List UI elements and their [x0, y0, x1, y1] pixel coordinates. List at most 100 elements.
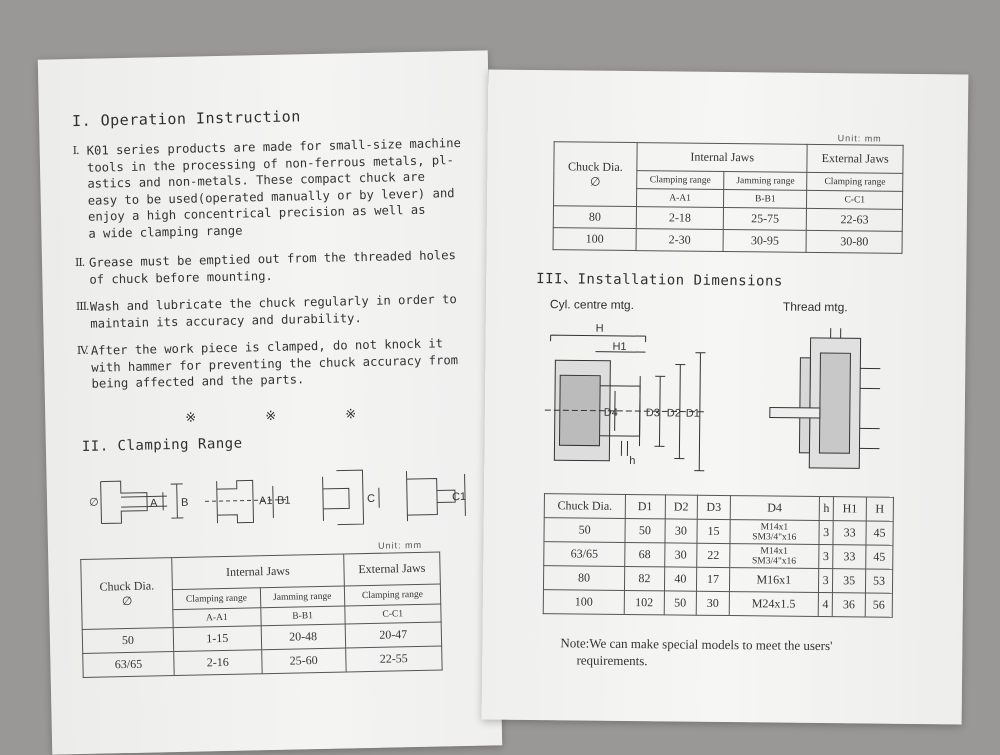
table-cell: 100 [543, 589, 625, 615]
col-b-header: B-B1 [723, 189, 808, 209]
table-header: D4 [729, 495, 820, 521]
col-c-header: C-C1 [344, 603, 442, 624]
item-marker: II. [74, 255, 85, 270]
table-cell: 1-15 [173, 625, 262, 652]
table-cell: 3 [818, 544, 834, 569]
table-cell: 4 [817, 592, 833, 617]
thread-mount-drawing [769, 328, 881, 469]
table-cell: 63/65 [543, 541, 625, 567]
separator-symbol: ※ [185, 410, 197, 426]
table-row: 100 2-30 30-95 30-80 [553, 227, 903, 254]
dim-h-label: H [596, 323, 604, 335]
unit-label: Unit: mm [377, 539, 423, 551]
item-text: Wash and lubricate the chuck regularly i… [89, 292, 457, 331]
item-marker: III. [75, 299, 89, 314]
table-cell: 30 [664, 542, 698, 568]
separator-symbol: ※ [265, 408, 277, 425]
chuck-dia-text: Chuck Dia. [99, 577, 155, 594]
chuck-dia-header: Chuck Dia. ∅ [553, 141, 638, 207]
clamping-range-header: Clamping range [344, 583, 441, 606]
dim-c-label: C [367, 493, 375, 505]
col-a-header: A-A1 [172, 607, 261, 628]
table-cell: 2-16 [173, 649, 262, 676]
table-header: D2 [664, 494, 698, 520]
dim-b1-label: B1 [277, 495, 291, 507]
internal-jaws-header: Internal Jaws [636, 142, 808, 173]
dim-b-label: B [181, 497, 189, 509]
table-cell: 102 [624, 590, 664, 615]
clamping-range-header: Clamping range [172, 587, 261, 610]
table-cell: 22-55 [345, 645, 443, 672]
table-cell: 30 [696, 591, 730, 616]
thread-mount-label: Thread mtg. [782, 299, 848, 315]
table-cell: 50 [82, 627, 174, 654]
right-page: Unit: mm Chuck Dia. ∅ Internal Jaws Exte… [481, 69, 969, 725]
installation-dimensions-table: Chuck Dia. D1 D2 D3 D4 h H1 H 50 50 30 1… [543, 493, 894, 618]
item-text: K01 series products are made for small-s… [86, 135, 461, 241]
table-cell: 56 [865, 592, 893, 618]
table-cell: 80 [553, 205, 637, 229]
phi-label: ∅ [89, 497, 99, 509]
table-cell: 25-60 [261, 647, 346, 674]
table-cell: 36 [832, 592, 866, 617]
phi-symbol: ∅ [121, 593, 133, 608]
item-marker: IV. [76, 343, 88, 358]
internal-jaws-header: Internal Jaws [171, 553, 345, 590]
table-cell: 17 [696, 567, 730, 592]
left-page: I. Operation Instruction I. K01 series p… [37, 50, 503, 755]
table-cell: 2-18 [636, 206, 724, 230]
dim-d2-label: D2 [667, 407, 681, 419]
table-cell: 33 [833, 520, 867, 545]
table-cell: 50 [624, 518, 665, 543]
table-cell: 2-30 [636, 228, 724, 252]
table-cell: 3 [818, 568, 834, 593]
table-cell: 50 [663, 590, 697, 616]
dim-a1-label: A1 [259, 495, 273, 507]
table-header: D1 [625, 494, 666, 519]
dim-small-h-label: h [629, 455, 635, 467]
jamming-range-header: Jamming range [260, 585, 345, 608]
table-header: H [866, 496, 894, 522]
clamping-range-table: Chuck Dia. ∅ Internal Jaws External Jaws… [80, 551, 443, 678]
col-c-header: C-C1 [806, 190, 903, 210]
table-cell: 63/65 [82, 651, 175, 678]
table-cell: 25-75 [723, 207, 807, 231]
table-row: 100 102 50 30 M24x1.5 4 36 56 [543, 589, 893, 618]
separator-symbol: ※ [345, 407, 357, 423]
table-header: Chuck Dia. [544, 493, 626, 519]
item-text: Grease must be emptied out from the thre… [88, 248, 456, 287]
table-cell: 35 [832, 568, 866, 593]
dim-d3-label: D3 [646, 407, 660, 419]
dim-d1-label: D1 [686, 408, 700, 420]
jaws-range-table: Chuck Dia. ∅ Internal Jaws External Jaws… [553, 141, 904, 254]
table-cell: M14x1 SM3/4"x16 [729, 543, 819, 569]
table-header: D3 [697, 495, 731, 520]
table-header: H1 [833, 496, 867, 521]
table-cell: 30 [664, 518, 698, 544]
table-cell: 100 [553, 227, 637, 251]
phi-symbol: ∅ [589, 174, 601, 189]
table-cell: 82 [624, 566, 665, 591]
table-cell: 33 [833, 544, 866, 569]
section1-title: I. Operation Instruction [71, 107, 301, 131]
table-cell: 50 [543, 517, 626, 543]
chuck-dia-header: Chuck Dia. ∅ [80, 557, 174, 630]
table-cell: 3 [818, 520, 834, 545]
external-jaws-header: External Jaws [343, 551, 441, 586]
dim-d4-label: D4 [604, 407, 618, 419]
table-cell: 53 [865, 568, 893, 594]
cyl-mount-label: Cyl. centre mtg. [549, 297, 635, 313]
table-cell: M14x1 SM3/4"x16 [729, 519, 819, 545]
table-cell: 20-48 [260, 623, 346, 650]
dim-a-label: A [150, 497, 158, 509]
section2-title: II. Clamping Range [81, 435, 243, 455]
table-cell: 45 [865, 544, 893, 570]
table-cell: M24x1.5 [728, 591, 819, 617]
jamming-range-header: Jamming range [723, 171, 808, 191]
dim-h1-label: H1 [612, 341, 626, 353]
note-text: Note:We can make special models to meet … [560, 635, 833, 668]
item-text: After the work piece is clamped, do not … [90, 336, 459, 391]
table-cell: 45 [865, 520, 894, 546]
section3-title: III、Installation Dimensions [536, 271, 783, 290]
col-b-header: B-B1 [260, 605, 345, 626]
